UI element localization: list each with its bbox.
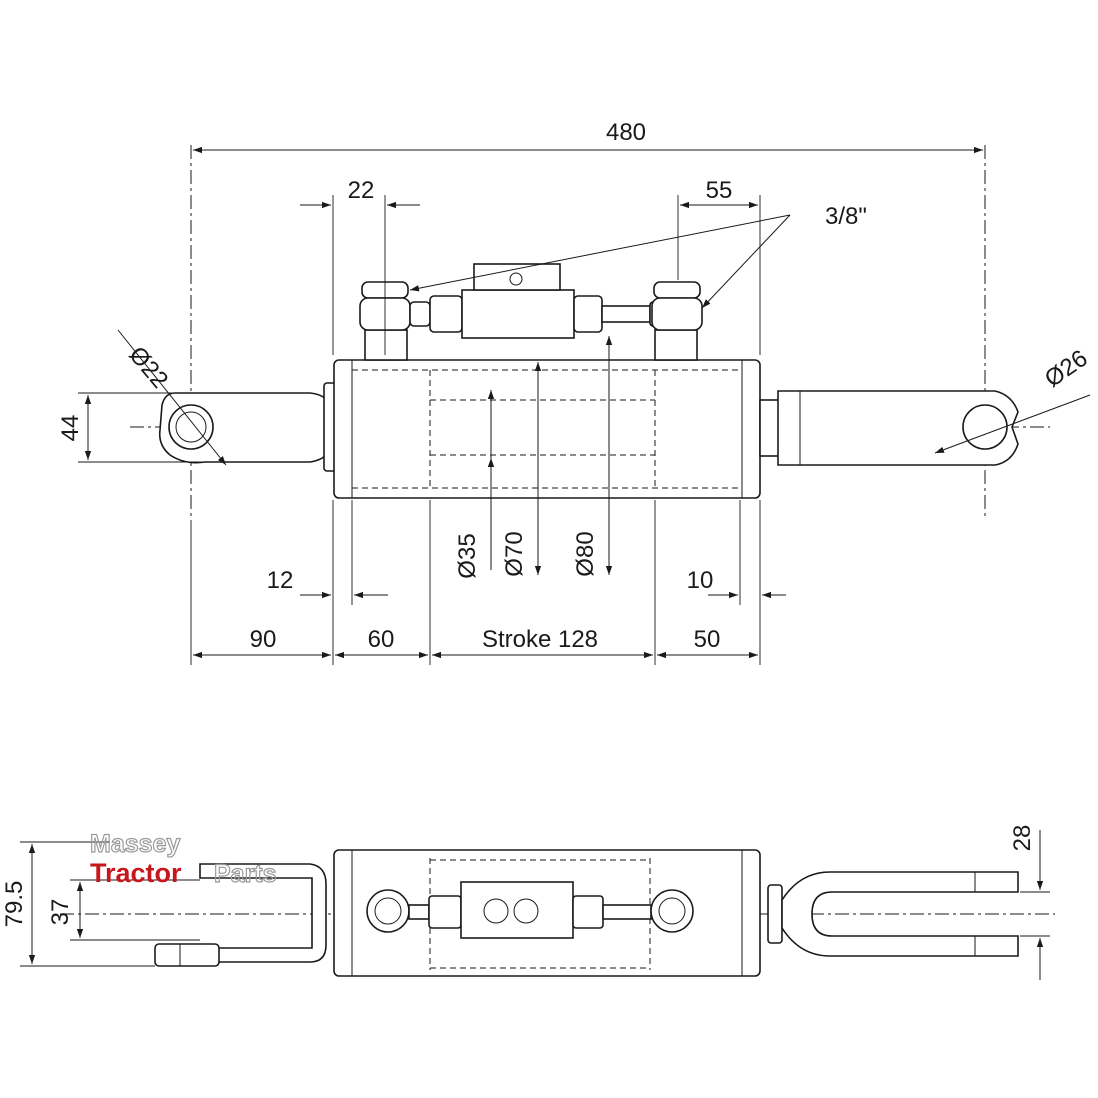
top-view: 480 22 55 3/8" Ø22 Ø26 44 Ø35 Ø70 xyxy=(57,119,1093,665)
side-view: 79.5 37 28 xyxy=(1,825,1055,980)
dim-port-thread: 3/8" xyxy=(825,203,867,230)
dim-bore-diameter: Ø70 xyxy=(501,531,528,576)
rod-eye-right xyxy=(777,390,1019,466)
dim-bottom-rod-offset: 37 xyxy=(47,899,74,926)
port-fittings-side xyxy=(366,881,694,939)
clevis-right xyxy=(767,871,1019,957)
hydraulic-ports xyxy=(359,263,703,361)
dim-rod-end-length: 90 xyxy=(250,626,277,653)
rod-eye-left xyxy=(158,392,331,464)
dim-base-length: 50 xyxy=(694,626,721,653)
dim-bottom-height: 79.5 xyxy=(1,881,28,928)
gland-right xyxy=(759,399,781,457)
svg-text:Massey: Massey xyxy=(90,830,180,858)
dim-eye-height: 44 xyxy=(57,415,84,442)
dim-pin-right-diameter: Ø26 xyxy=(1040,345,1093,393)
dim-port-spacing-left: 22 xyxy=(348,177,375,204)
svg-text:Parts: Parts xyxy=(214,860,277,888)
dim-stroke: Stroke 128 xyxy=(482,626,598,653)
dim-gland-length: 60 xyxy=(368,626,395,653)
dim-pin-left-diameter: Ø22 xyxy=(123,342,173,394)
dim-tube-diameter: Ø80 xyxy=(572,531,599,576)
dim-end-cap-right: 10 xyxy=(687,567,714,594)
dim-port-spacing-right: 55 xyxy=(706,177,733,204)
dim-overall-length: 480 xyxy=(606,119,646,146)
cylinder-tube xyxy=(333,359,761,499)
massey-tractor-parts-logo: Massey Tractor Parts xyxy=(89,829,277,888)
pin-head-left xyxy=(154,943,220,967)
dim-clevis-gap: 28 xyxy=(1009,825,1036,852)
svg-text:Tractor: Tractor xyxy=(90,858,182,888)
dim-end-cap-left: 12 xyxy=(267,567,294,594)
dim-rod-diameter: Ø35 xyxy=(454,533,481,578)
